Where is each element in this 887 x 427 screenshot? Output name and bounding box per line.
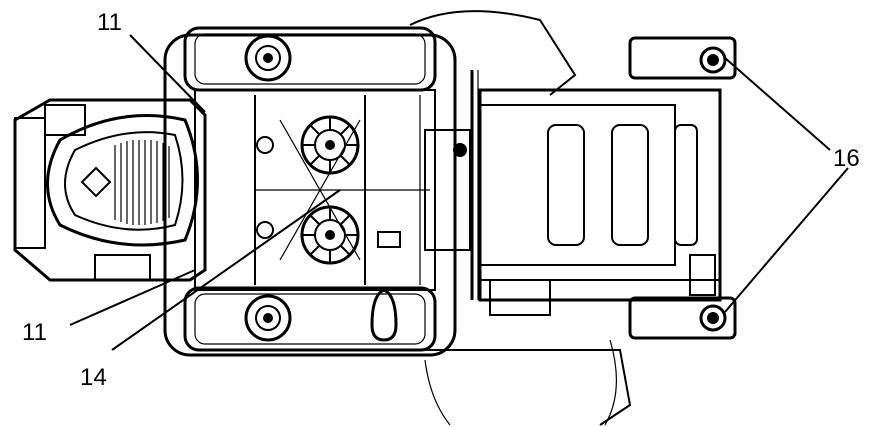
callout-11-top: 11 (97, 9, 122, 36)
leader-16-top (724, 57, 831, 151)
mower-deck-outline (380, 10, 632, 426)
engine-air-cleaner (46, 114, 199, 247)
leader-11-bottom (69, 269, 196, 326)
fuel-tank-bottom (183, 286, 437, 352)
caster-wheel-bottom (628, 296, 737, 340)
control-bracket (377, 70, 479, 300)
pump-pulley-lower (300, 205, 360, 265)
drive-belt (256, 119, 361, 261)
callout-11-bottom: 11 (22, 319, 47, 346)
chassis-frame (163, 33, 457, 357)
engine-assembly (13, 98, 207, 282)
operator-platform (478, 88, 722, 316)
leader-16-bottom (724, 167, 849, 313)
caster-wheel-top (628, 36, 737, 80)
engine-cooling-fins (114, 140, 170, 225)
leader-lines (69, 34, 849, 351)
callout-16: 16 (833, 145, 860, 172)
leader-14 (111, 189, 341, 351)
callout-14: 14 (80, 364, 107, 391)
leader-11-top (129, 34, 206, 113)
pump-pulley-upper (300, 115, 360, 175)
fuel-tank-top (183, 26, 437, 92)
